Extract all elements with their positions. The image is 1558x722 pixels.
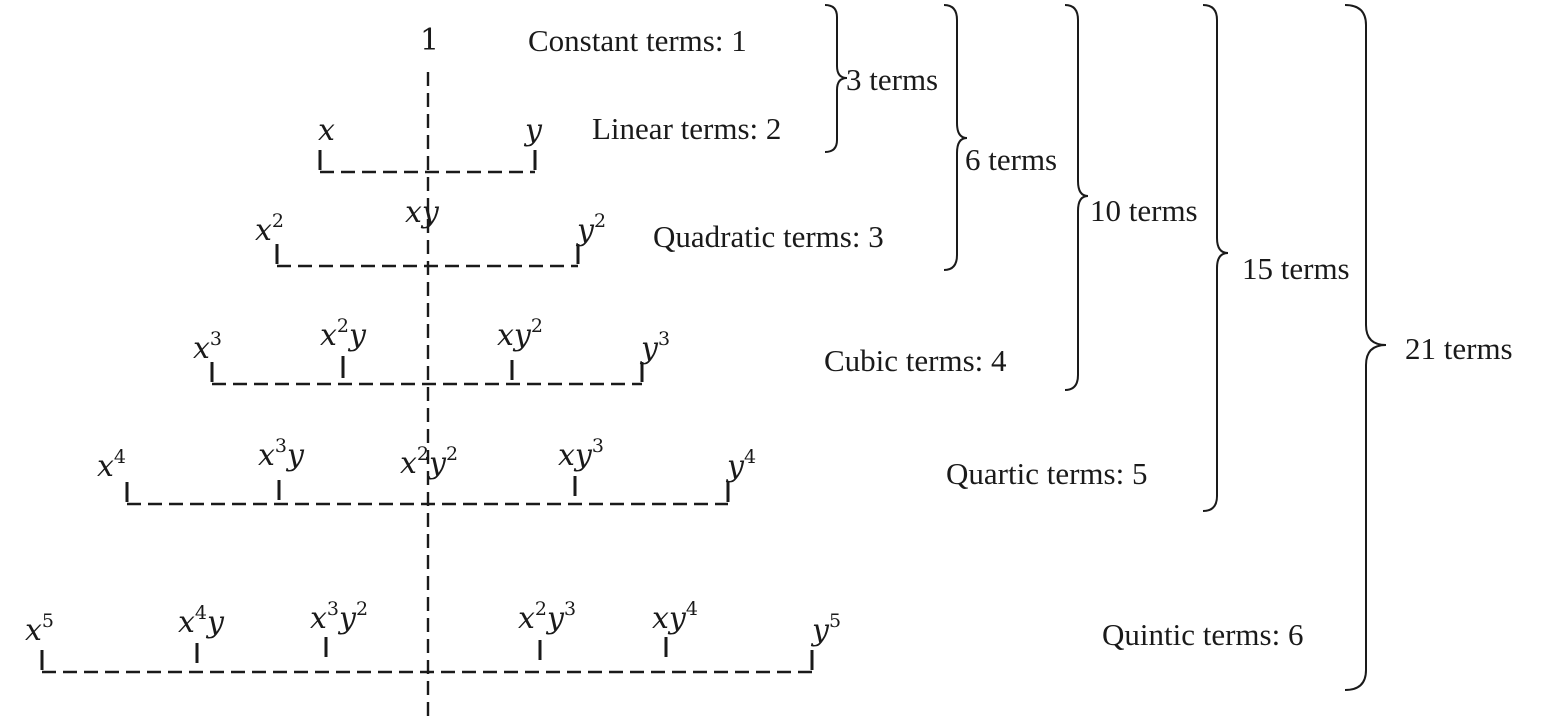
term-x3: x3 xyxy=(193,328,222,366)
quartic-terms-label: Quartic terms: 5 xyxy=(946,456,1147,491)
term-x2y3: x2y3 xyxy=(518,598,576,636)
cumulative-labels: 3 terms 6 terms 10 terms 15 terms 21 ter… xyxy=(846,62,1513,366)
linear-terms-label: Linear terms: 2 xyxy=(592,111,781,146)
term-x2y: x2y xyxy=(320,315,367,353)
constant-terms-label: Constant terms: 1 xyxy=(528,23,747,58)
quintic-terms-label: Quintic terms: 6 xyxy=(1102,617,1303,652)
term-x2: x2 xyxy=(255,210,284,248)
quadratic-terms-label: Quadratic terms: 3 xyxy=(653,219,884,254)
term-y4: y4 xyxy=(725,446,756,484)
row-lines xyxy=(42,170,812,674)
total-3-terms: 3 terms xyxy=(846,62,938,97)
degree-labels: Constant terms: 1 Linear terms: 2 Quadra… xyxy=(528,23,1303,652)
brace-6-terms xyxy=(943,4,968,271)
total-21-terms: 21 terms xyxy=(1405,331,1513,366)
term-x3y: x3y xyxy=(258,435,305,473)
brace-15-terms xyxy=(1202,4,1229,512)
term-y2: y2 xyxy=(575,210,606,248)
term-y: y xyxy=(523,113,543,148)
cubic-terms-label: Cubic terms: 4 xyxy=(824,343,1007,378)
brace-10-terms xyxy=(1064,4,1089,391)
brace-21-terms xyxy=(1344,4,1387,691)
term-xy3: xy3 xyxy=(558,435,604,473)
term-x4: x4 xyxy=(97,446,126,484)
braces xyxy=(824,4,1387,691)
total-15-terms: 15 terms xyxy=(1242,251,1350,286)
term-x3y2: x3y2 xyxy=(310,598,368,636)
total-6-terms: 6 terms xyxy=(965,142,1057,177)
term-xy: xy xyxy=(405,195,440,230)
term-xy4: xy4 xyxy=(652,598,698,636)
row-ticks xyxy=(40,150,814,670)
total-10-terms: 10 terms xyxy=(1090,193,1198,228)
term-xy2: xy2 xyxy=(497,315,543,353)
brace-3-terms xyxy=(824,4,848,153)
term-labels: 1 x y x2 xy y2 x3 x2y xy2 y3 xyxy=(25,23,841,648)
term-x: x xyxy=(318,113,335,148)
term-y3: y3 xyxy=(639,328,670,366)
term-x5: x5 xyxy=(25,610,54,648)
term-x2y2: x2y2 xyxy=(400,443,458,481)
term-x4y: x4y xyxy=(178,602,225,640)
term-1: 1 xyxy=(420,23,439,58)
term-y5: y5 xyxy=(810,610,841,648)
